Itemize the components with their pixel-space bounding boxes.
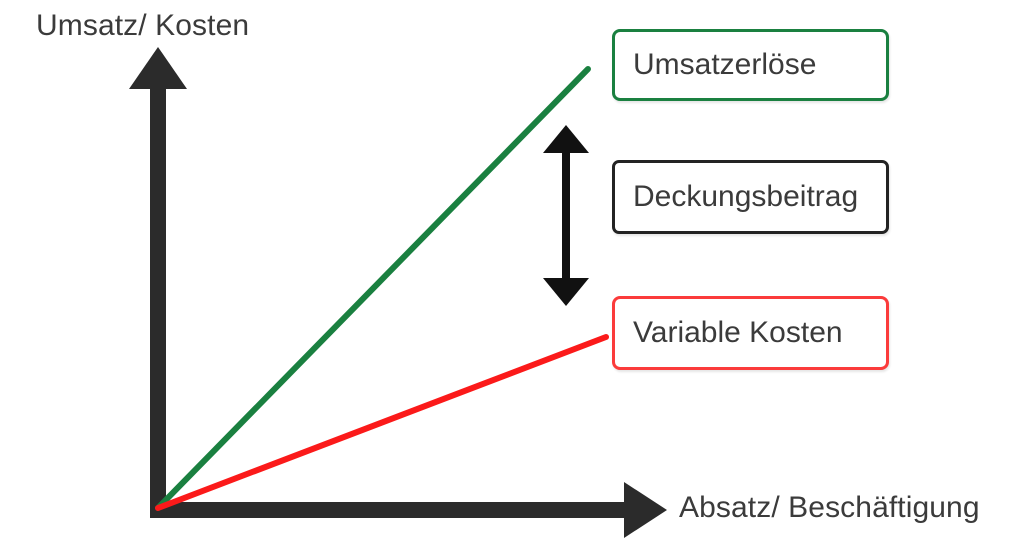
legend-box-umsatzerloese[interactable]: Umsatzerlöse (612, 29, 889, 101)
x-axis-label: Absatz/ Beschäftigung (679, 491, 980, 524)
legend-label-umsatzerloese: Umsatzerlöse (633, 48, 817, 81)
y-axis-line (150, 86, 166, 510)
contribution-arrow-down-icon (543, 278, 589, 306)
y-axis-arrowhead-icon (129, 47, 187, 89)
legend-label-variable-kosten: Variable Kosten (633, 316, 843, 349)
revenue-line (155, 66, 591, 511)
legend-label-deckungsbeitrag: Deckungsbeitrag (633, 180, 859, 213)
contribution-arrow-up-icon (543, 125, 589, 153)
variable-costs-line (155, 334, 609, 511)
y-axis-label: Umsatz/ Kosten (36, 9, 250, 42)
contribution-margin-arrow (543, 125, 589, 306)
x-axis-line (150, 502, 636, 518)
legend-box-deckungsbeitrag[interactable]: Deckungsbeitrag (612, 160, 889, 234)
x-axis-arrowhead-icon (624, 482, 667, 538)
legend-box-variable-kosten[interactable]: Variable Kosten (612, 296, 889, 370)
